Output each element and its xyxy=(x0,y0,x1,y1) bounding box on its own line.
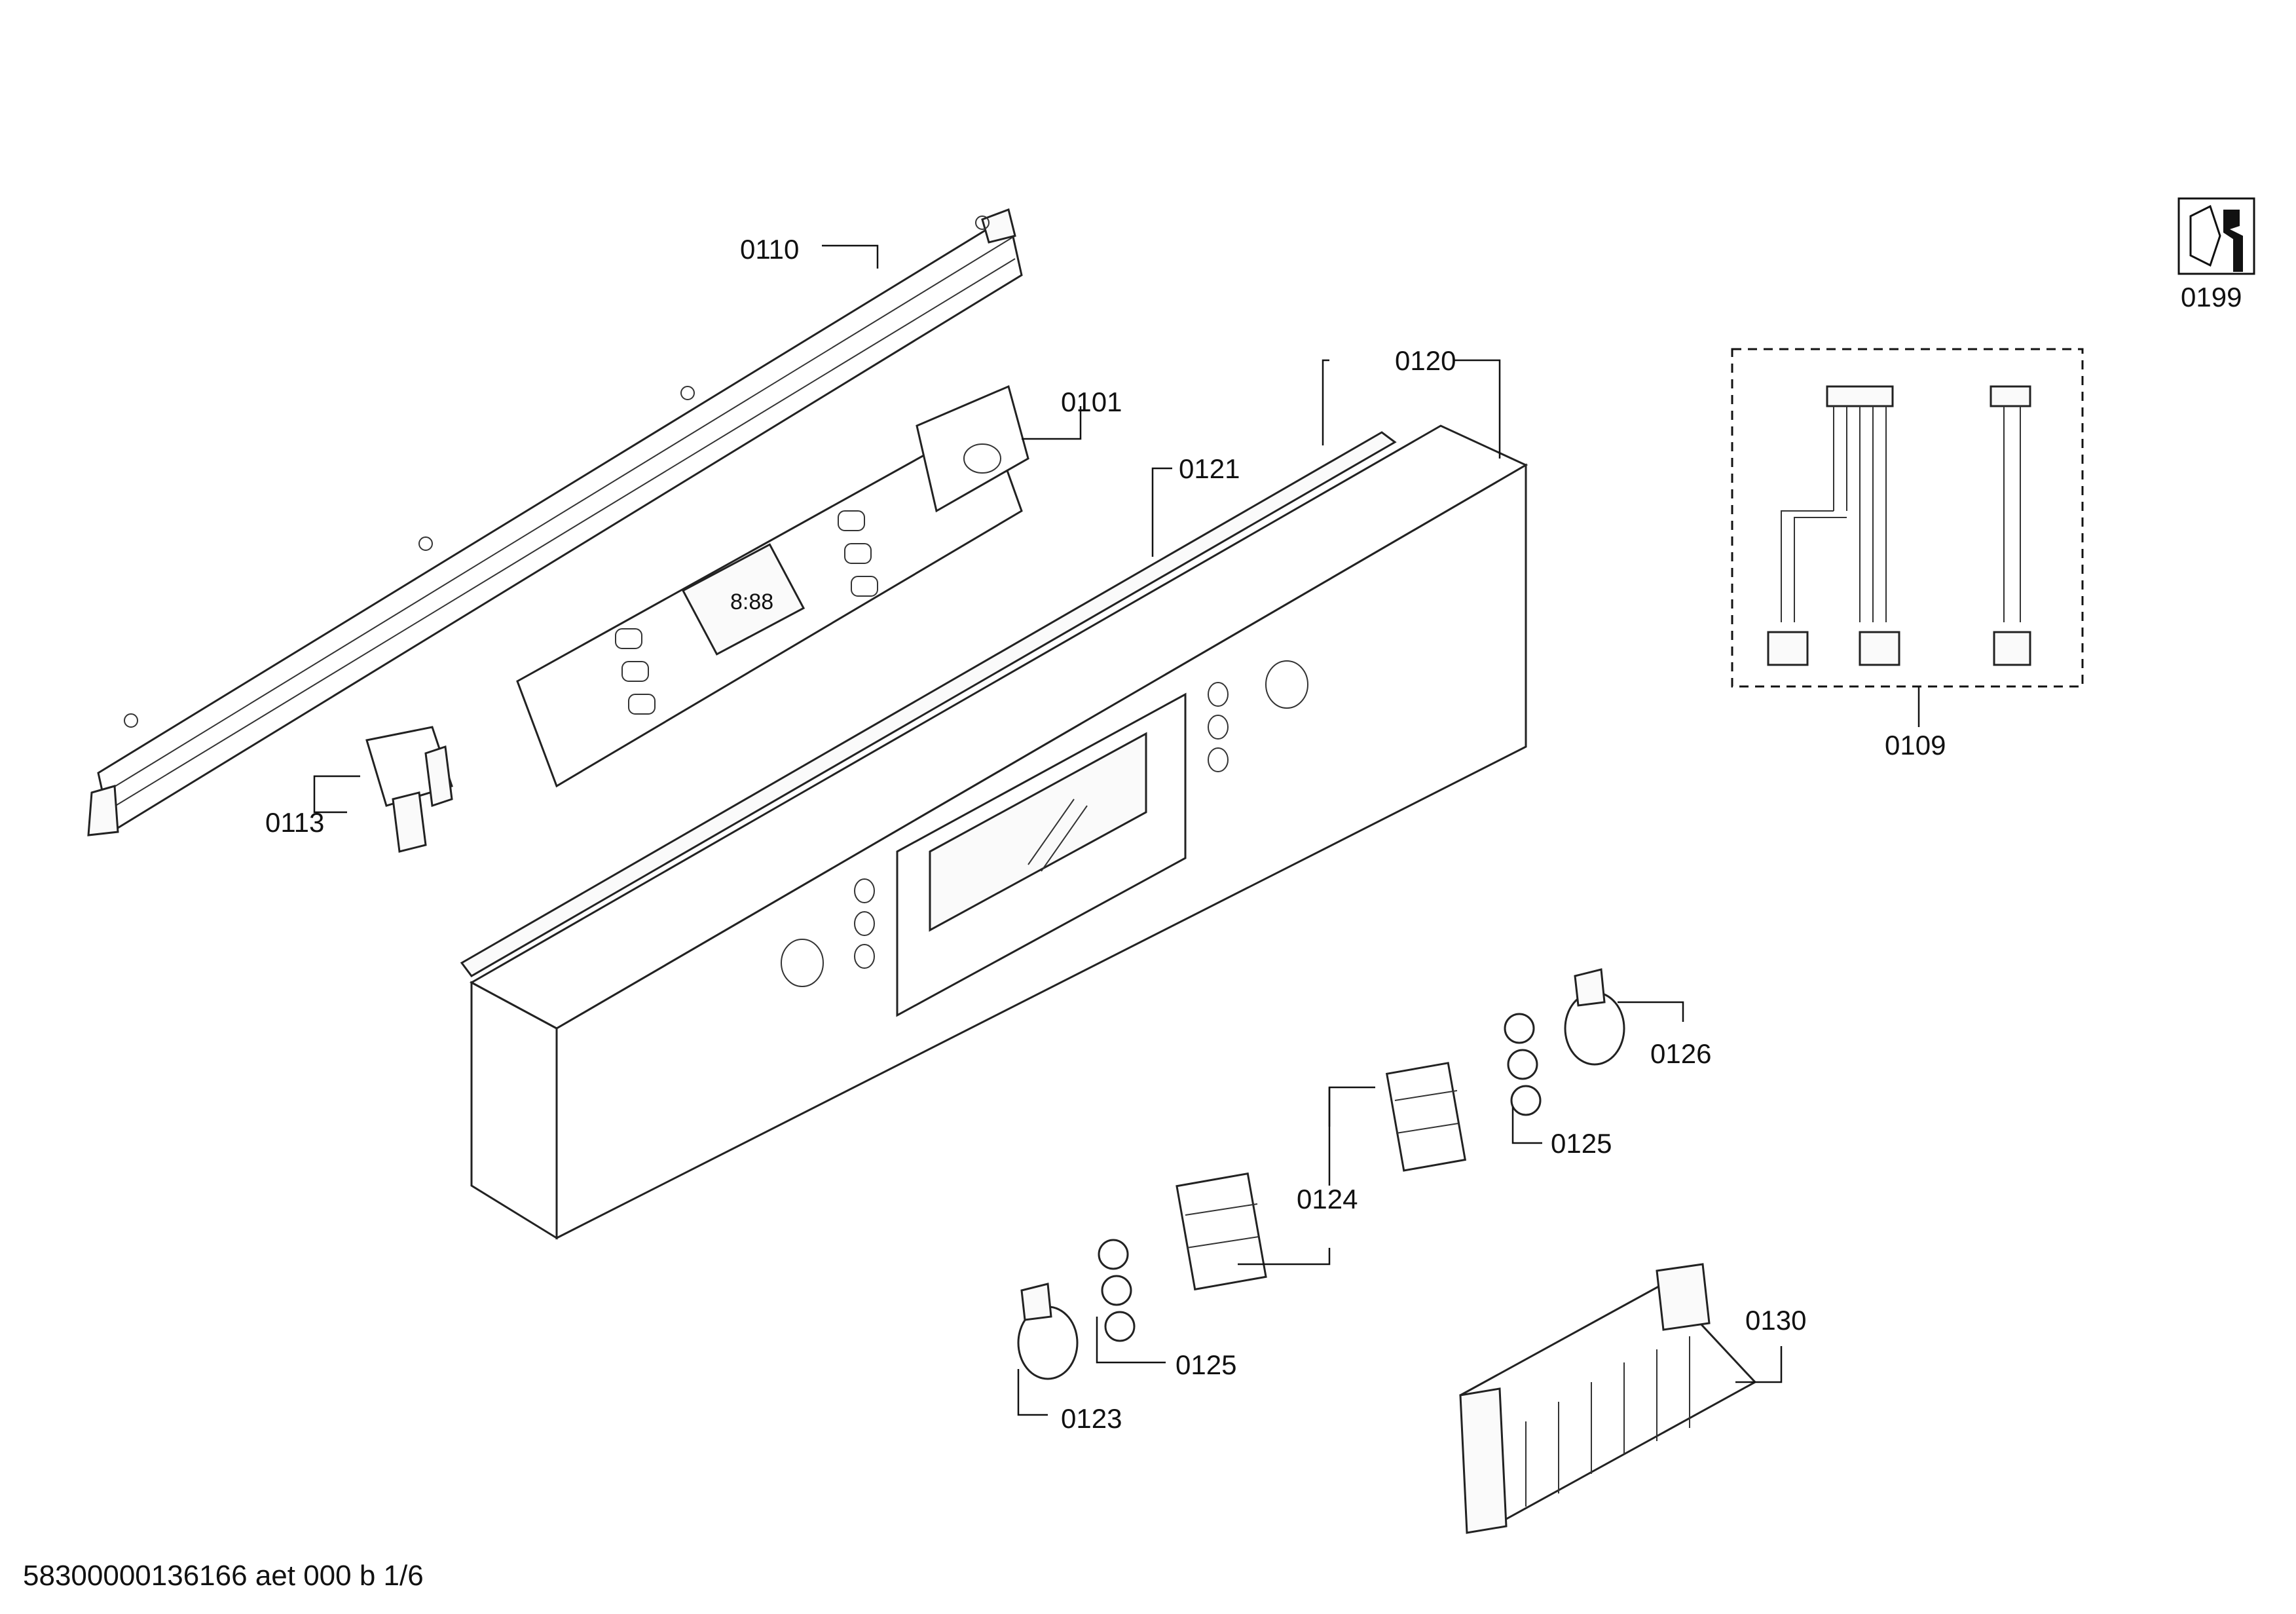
callout-0109: 0109 xyxy=(1885,730,1946,760)
callout-0101: 0101 xyxy=(1061,386,1122,417)
mounting-rail-part xyxy=(87,208,1023,836)
callout-0110: 0110 xyxy=(740,234,799,265)
callout-0126: 0126 xyxy=(1650,1038,1711,1069)
svg-text:8:88: 8:88 xyxy=(730,590,773,614)
rotary-knob-lower-part xyxy=(1017,1283,1079,1380)
leader-lines xyxy=(313,244,1920,1416)
callout-0125-upper: 0125 xyxy=(1551,1128,1612,1159)
callout-0123: 0123 xyxy=(1061,1403,1122,1434)
push-button-set-upper-part xyxy=(1504,1013,1542,1116)
callout-0199: 0199 xyxy=(2181,282,2242,312)
push-button-set-lower-part xyxy=(1098,1239,1136,1342)
callout-0124: 0124 xyxy=(1297,1184,1358,1214)
callout-0125-lower: 0125 xyxy=(1176,1349,1236,1380)
callout-0121: 0121 xyxy=(1179,453,1240,484)
control-panel-fascia-part xyxy=(469,424,1528,1240)
key-block-upper-part xyxy=(1385,1062,1467,1172)
callout-0113: 0113 xyxy=(265,807,324,838)
callout-0120: 0120 xyxy=(1395,345,1456,376)
callout-0130: 0130 xyxy=(1745,1305,1806,1336)
wiring-harness-part xyxy=(1731,348,2084,688)
callout-labels: 0110 0101 0120 0121 0113 0109 0199 0126 … xyxy=(265,234,2242,1434)
control-module-part: 8:88 xyxy=(516,385,1029,788)
drawing-reference-code: 58300000136166 aet 000 b 1/6 xyxy=(23,1560,424,1592)
hex-nut-wrench-icon xyxy=(2177,197,2255,275)
panel-bracket-part xyxy=(1459,1263,1757,1534)
connector-bracket-part xyxy=(365,726,453,853)
seal-strip-part xyxy=(460,431,1397,977)
rotary-knob-upper-part xyxy=(1564,968,1625,1066)
key-block-lower-part xyxy=(1176,1172,1267,1291)
